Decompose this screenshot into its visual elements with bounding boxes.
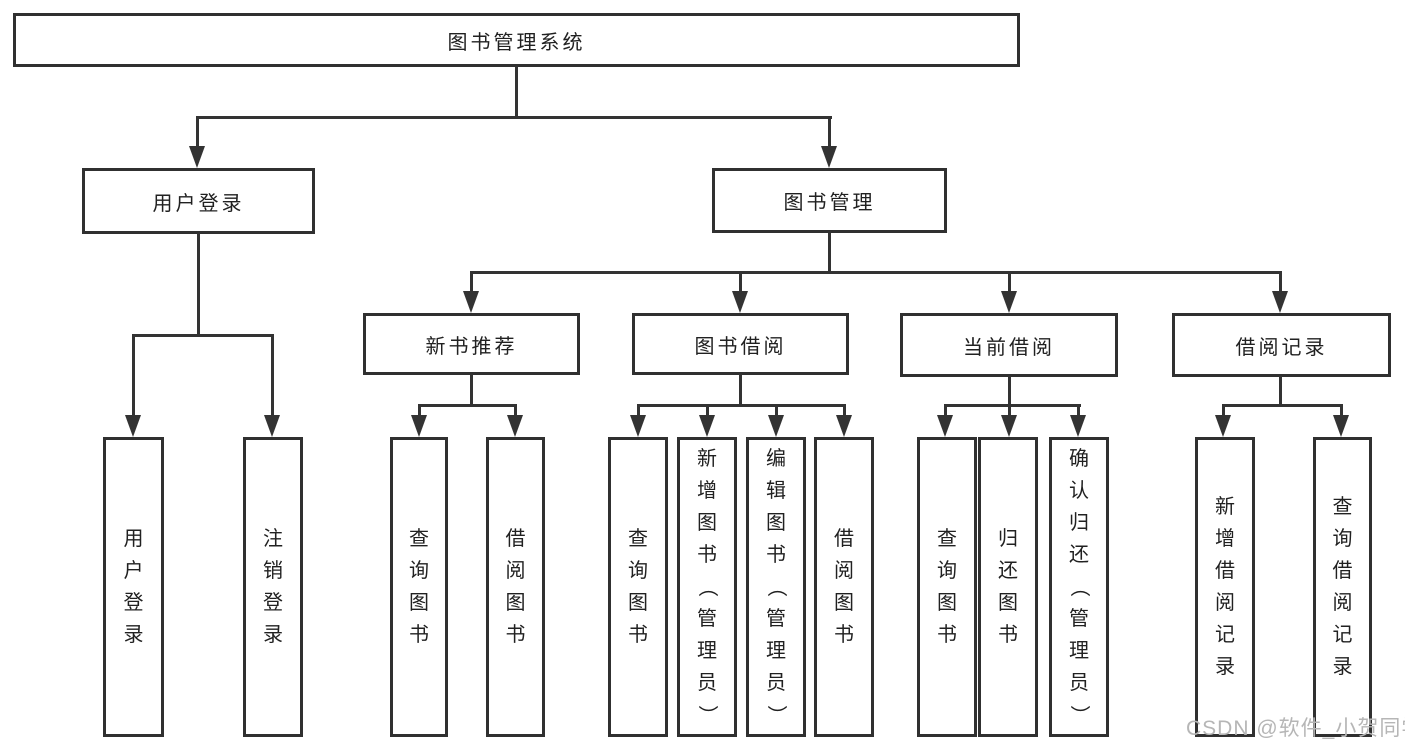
- node-label: 借阅记录: [1235, 336, 1328, 359]
- node-label: 当前借阅: [963, 336, 1055, 359]
- node-label: 图书管理系统: [447, 31, 586, 54]
- arrowhead-icon: [264, 415, 280, 437]
- leaf-query-books-current: 查询图书: [917, 437, 977, 737]
- connector-vline: [197, 233, 200, 336]
- connector-hline: [637, 404, 846, 407]
- arrowhead-icon: [411, 415, 427, 437]
- arrowhead-icon: [125, 415, 141, 437]
- leaf-query-books-recommend: 查询图书: [390, 437, 448, 737]
- node-library-management-system: 图书管理系统: [13, 13, 1020, 67]
- leaf-user-login: 用户登录: [103, 437, 164, 737]
- node-label: 新增借阅记录: [1215, 496, 1235, 678]
- connector-vline: [944, 404, 947, 417]
- node-label: 注销登录: [263, 528, 283, 646]
- leaf-borrow-books-recommend: 借阅图书: [486, 437, 545, 737]
- connector-vline: [775, 404, 778, 417]
- connector-vline: [1279, 271, 1282, 293]
- connector-vline: [1008, 271, 1011, 293]
- leaf-return-books: 归还图书: [978, 437, 1038, 737]
- csdn-watermark: CSDN @软件_小贺同学: [1186, 717, 1405, 740]
- node-label: 编辑图书（管理员）: [765, 448, 787, 725]
- node-label: 图书借阅: [694, 335, 787, 358]
- leaf-borrow-books: 借阅图书: [814, 437, 874, 737]
- arrowhead-icon: [836, 415, 852, 437]
- leaf-query-books-borrow: 查询图书: [608, 437, 668, 737]
- arrowhead-icon: [821, 146, 837, 168]
- connector-vline: [470, 374, 473, 406]
- node-label: 归还图书: [998, 528, 1018, 646]
- leaf-confirm-return-admin: 确认归还（管理员）: [1049, 437, 1109, 737]
- leaf-query-borrow-record: 查询借阅记录: [1313, 437, 1372, 737]
- connector-vline: [514, 404, 517, 417]
- arrowhead-icon: [507, 415, 523, 437]
- connector-vline: [1340, 404, 1343, 417]
- node-current-borrowing: 当前借阅: [900, 313, 1118, 377]
- arrowhead-icon: [1070, 415, 1086, 437]
- node-user-login: 用户登录: [82, 168, 315, 234]
- connector-vline: [1008, 404, 1011, 417]
- arrowhead-icon: [1272, 291, 1288, 313]
- leaf-logout-login: 注销登录: [243, 437, 303, 737]
- connector-vline: [739, 374, 742, 406]
- arrowhead-icon: [699, 415, 715, 437]
- connector-vline: [515, 66, 518, 118]
- connector-vline: [470, 271, 473, 293]
- node-book-borrowing: 图书借阅: [632, 313, 849, 375]
- arrowhead-icon: [630, 415, 646, 437]
- arrowhead-icon: [937, 415, 953, 437]
- connector-hline: [470, 271, 1282, 274]
- arrowhead-icon: [1215, 415, 1231, 437]
- connector-vline: [132, 334, 135, 417]
- connector-vline: [637, 404, 640, 417]
- node-label: 查询图书: [409, 528, 429, 646]
- node-new-book-recommendation: 新书推荐: [363, 313, 580, 375]
- leaf-add-borrow-record: 新增借阅记录: [1195, 437, 1255, 737]
- arrowhead-icon: [1333, 415, 1349, 437]
- connector-vline: [828, 116, 831, 148]
- connector-hline: [1222, 404, 1343, 407]
- connector-hline: [944, 404, 1081, 407]
- connector-hline: [418, 404, 517, 407]
- connector-vline: [196, 116, 199, 148]
- node-label: 查询图书: [628, 528, 648, 646]
- node-label: 图书管理: [783, 192, 876, 214]
- node-label: 新增图书（管理员）: [696, 448, 718, 725]
- arrowhead-icon: [463, 291, 479, 313]
- connector-vline: [828, 231, 831, 273]
- arrowhead-icon: [189, 146, 205, 168]
- connector-vline: [1008, 376, 1011, 406]
- node-label: 新书推荐: [425, 335, 518, 358]
- node-label: 查询图书: [937, 528, 957, 646]
- connector-hline: [196, 116, 832, 119]
- connector-vline: [1222, 404, 1225, 417]
- node-label: 确认归还（管理员）: [1068, 448, 1090, 725]
- arrowhead-icon: [1001, 291, 1017, 313]
- node-label: 借阅图书: [505, 528, 526, 646]
- node-label: 用户登录: [123, 528, 144, 646]
- connector-vline: [739, 271, 742, 293]
- arrowhead-icon: [732, 291, 748, 313]
- node-book-management: 图书管理: [712, 168, 947, 233]
- node-label: 查询借阅记录: [1332, 496, 1353, 678]
- connector-vline: [418, 404, 421, 417]
- connector-vline: [271, 334, 274, 417]
- connector-vline: [1077, 404, 1080, 417]
- node-label: 用户登录: [152, 192, 245, 215]
- leaf-add-books-admin: 新增图书（管理员）: [677, 437, 737, 737]
- connector-vline: [843, 404, 846, 417]
- connector-vline: [1279, 376, 1282, 406]
- connector-vline: [706, 404, 709, 417]
- arrowhead-icon: [768, 415, 784, 437]
- node-label: 借阅图书: [834, 528, 854, 646]
- connector-hline: [132, 334, 274, 337]
- node-borrowing-records: 借阅记录: [1172, 313, 1391, 377]
- leaf-edit-books-admin: 编辑图书（管理员）: [746, 437, 806, 737]
- arrowhead-icon: [1001, 415, 1017, 437]
